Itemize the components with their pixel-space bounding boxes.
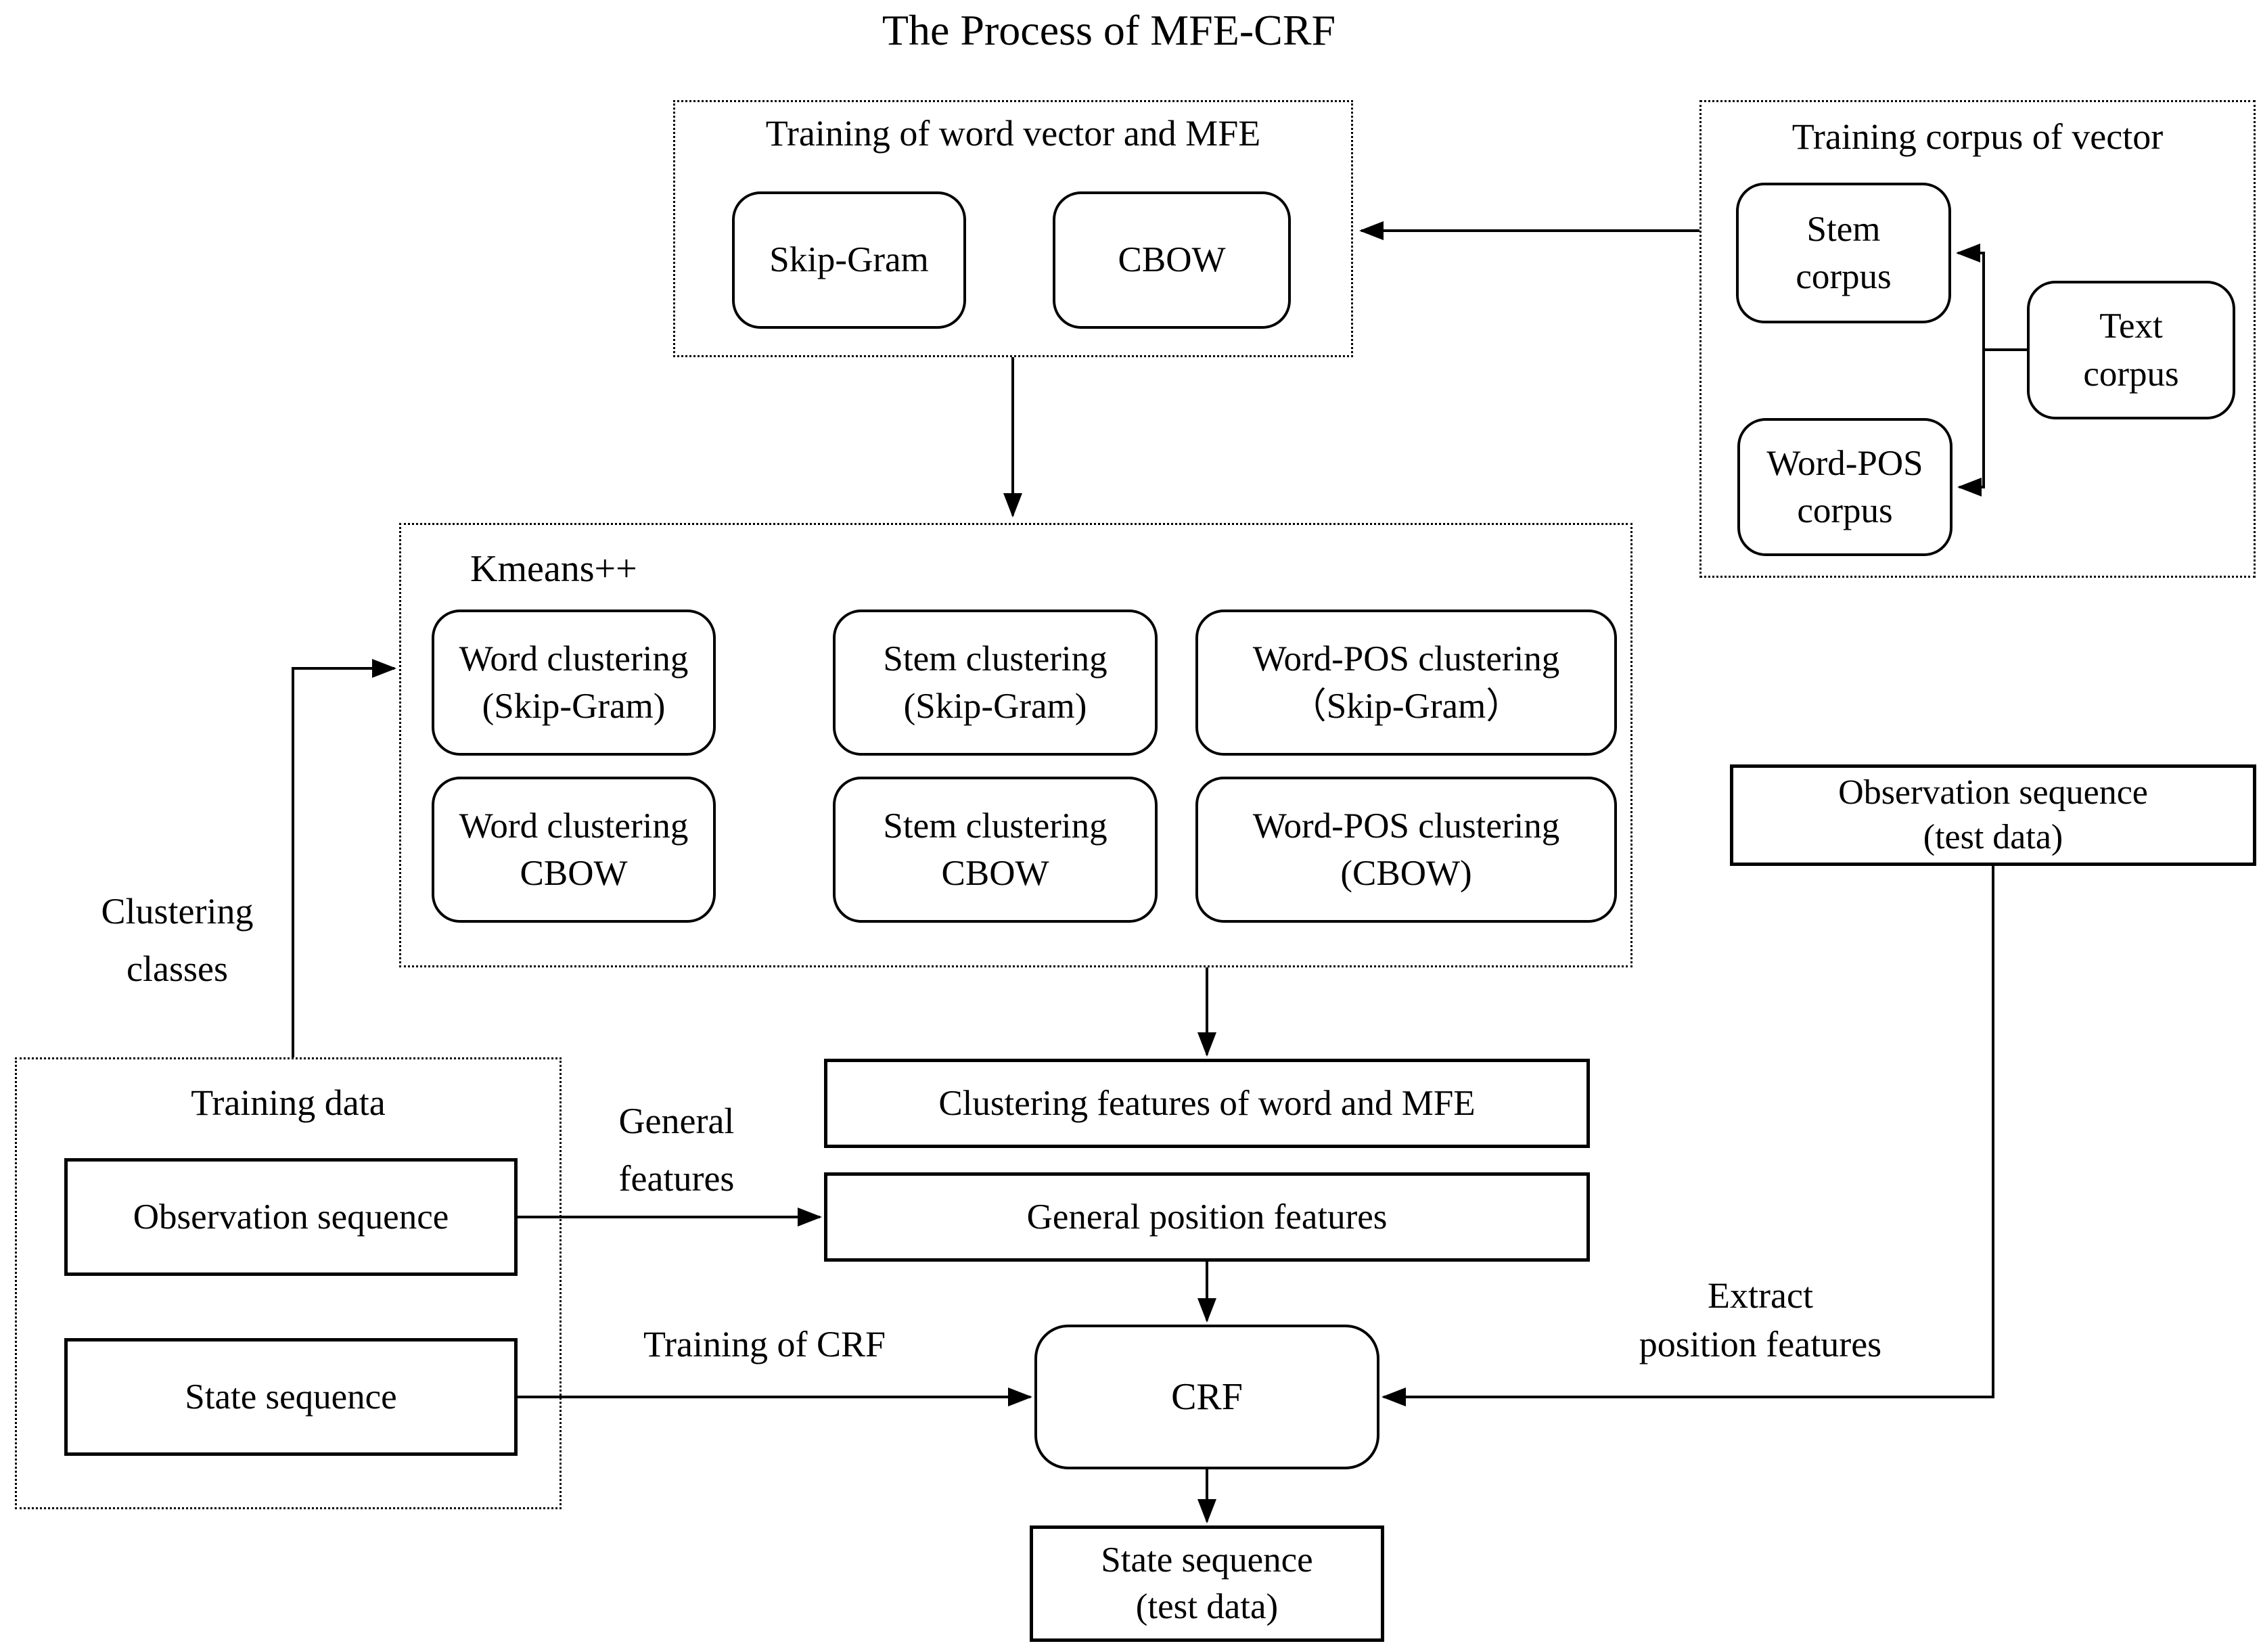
- page-title: The Process of MFE-CRF: [882, 6, 1336, 54]
- node-crf: CRF: [1034, 1325, 1379, 1469]
- group-kmeans: [399, 523, 1632, 967]
- group-training-data: [15, 1057, 562, 1509]
- node-word-clustering-skipgram: Word clustering (Skip-Gram): [432, 610, 716, 756]
- group-training-corpus: [1699, 100, 2256, 578]
- arrow-observation-test-to-crf: [1381, 866, 1994, 1406]
- node-text-corpus: Text corpus: [2027, 281, 2235, 419]
- node-stem-clustering-cbow: Stem clustering CBOW: [833, 777, 1158, 923]
- group-training-data-label: Training data: [191, 1082, 386, 1123]
- edge-label-extract-position-features: Extract position features: [1639, 1275, 1882, 1364]
- node-stem-clustering-skipgram: Stem clustering (Skip-Gram): [833, 610, 1158, 756]
- node-skip-gram: Skip-Gram: [732, 191, 966, 329]
- node-stem-corpus: Stem corpus: [1736, 183, 1951, 323]
- node-general-position-features: General position features: [824, 1172, 1590, 1262]
- edge-label-general-features: General features: [618, 1101, 735, 1199]
- group-kmeans-label: Kmeans++: [470, 548, 637, 590]
- node-wordpos-clustering-cbow: Word-POS clustering (CBOW): [1195, 777, 1617, 923]
- node-cbow: CBOW: [1053, 191, 1291, 329]
- arrow-text-to-stem-corpus: [1956, 244, 1985, 350]
- arrow-text-to-wordpos-corpus: [1957, 350, 1985, 497]
- node-state-sequence-train: State sequence: [64, 1338, 518, 1456]
- node-observation-sequence-train: Observation sequence: [64, 1158, 518, 1276]
- node-state-sequence-test: State sequence (test data): [1030, 1525, 1384, 1642]
- group-training-corpus-label: Training corpus of vector: [1791, 116, 2164, 157]
- node-wordpos-corpus: Word-POS corpus: [1737, 418, 1952, 556]
- edge-label-training-of-crf: Training of CRF: [643, 1324, 886, 1364]
- node-word-clustering-cbow: Word clustering CBOW: [432, 777, 716, 923]
- group-training-word-vector: [673, 100, 1353, 357]
- node-observation-sequence-test: Observation sequence (test data): [1730, 764, 2256, 866]
- node-clustering-features: Clustering features of word and MFE: [824, 1059, 1590, 1148]
- arrow-clustering-classes: [292, 659, 396, 1057]
- edge-label-clustering-classes: Clustering classes: [101, 891, 254, 990]
- group-training-word-vector-label: Training of word vector and MFE: [765, 113, 1261, 154]
- node-wordpos-clustering-skipgram: Word-POS clustering （Skip-Gram）: [1195, 610, 1617, 756]
